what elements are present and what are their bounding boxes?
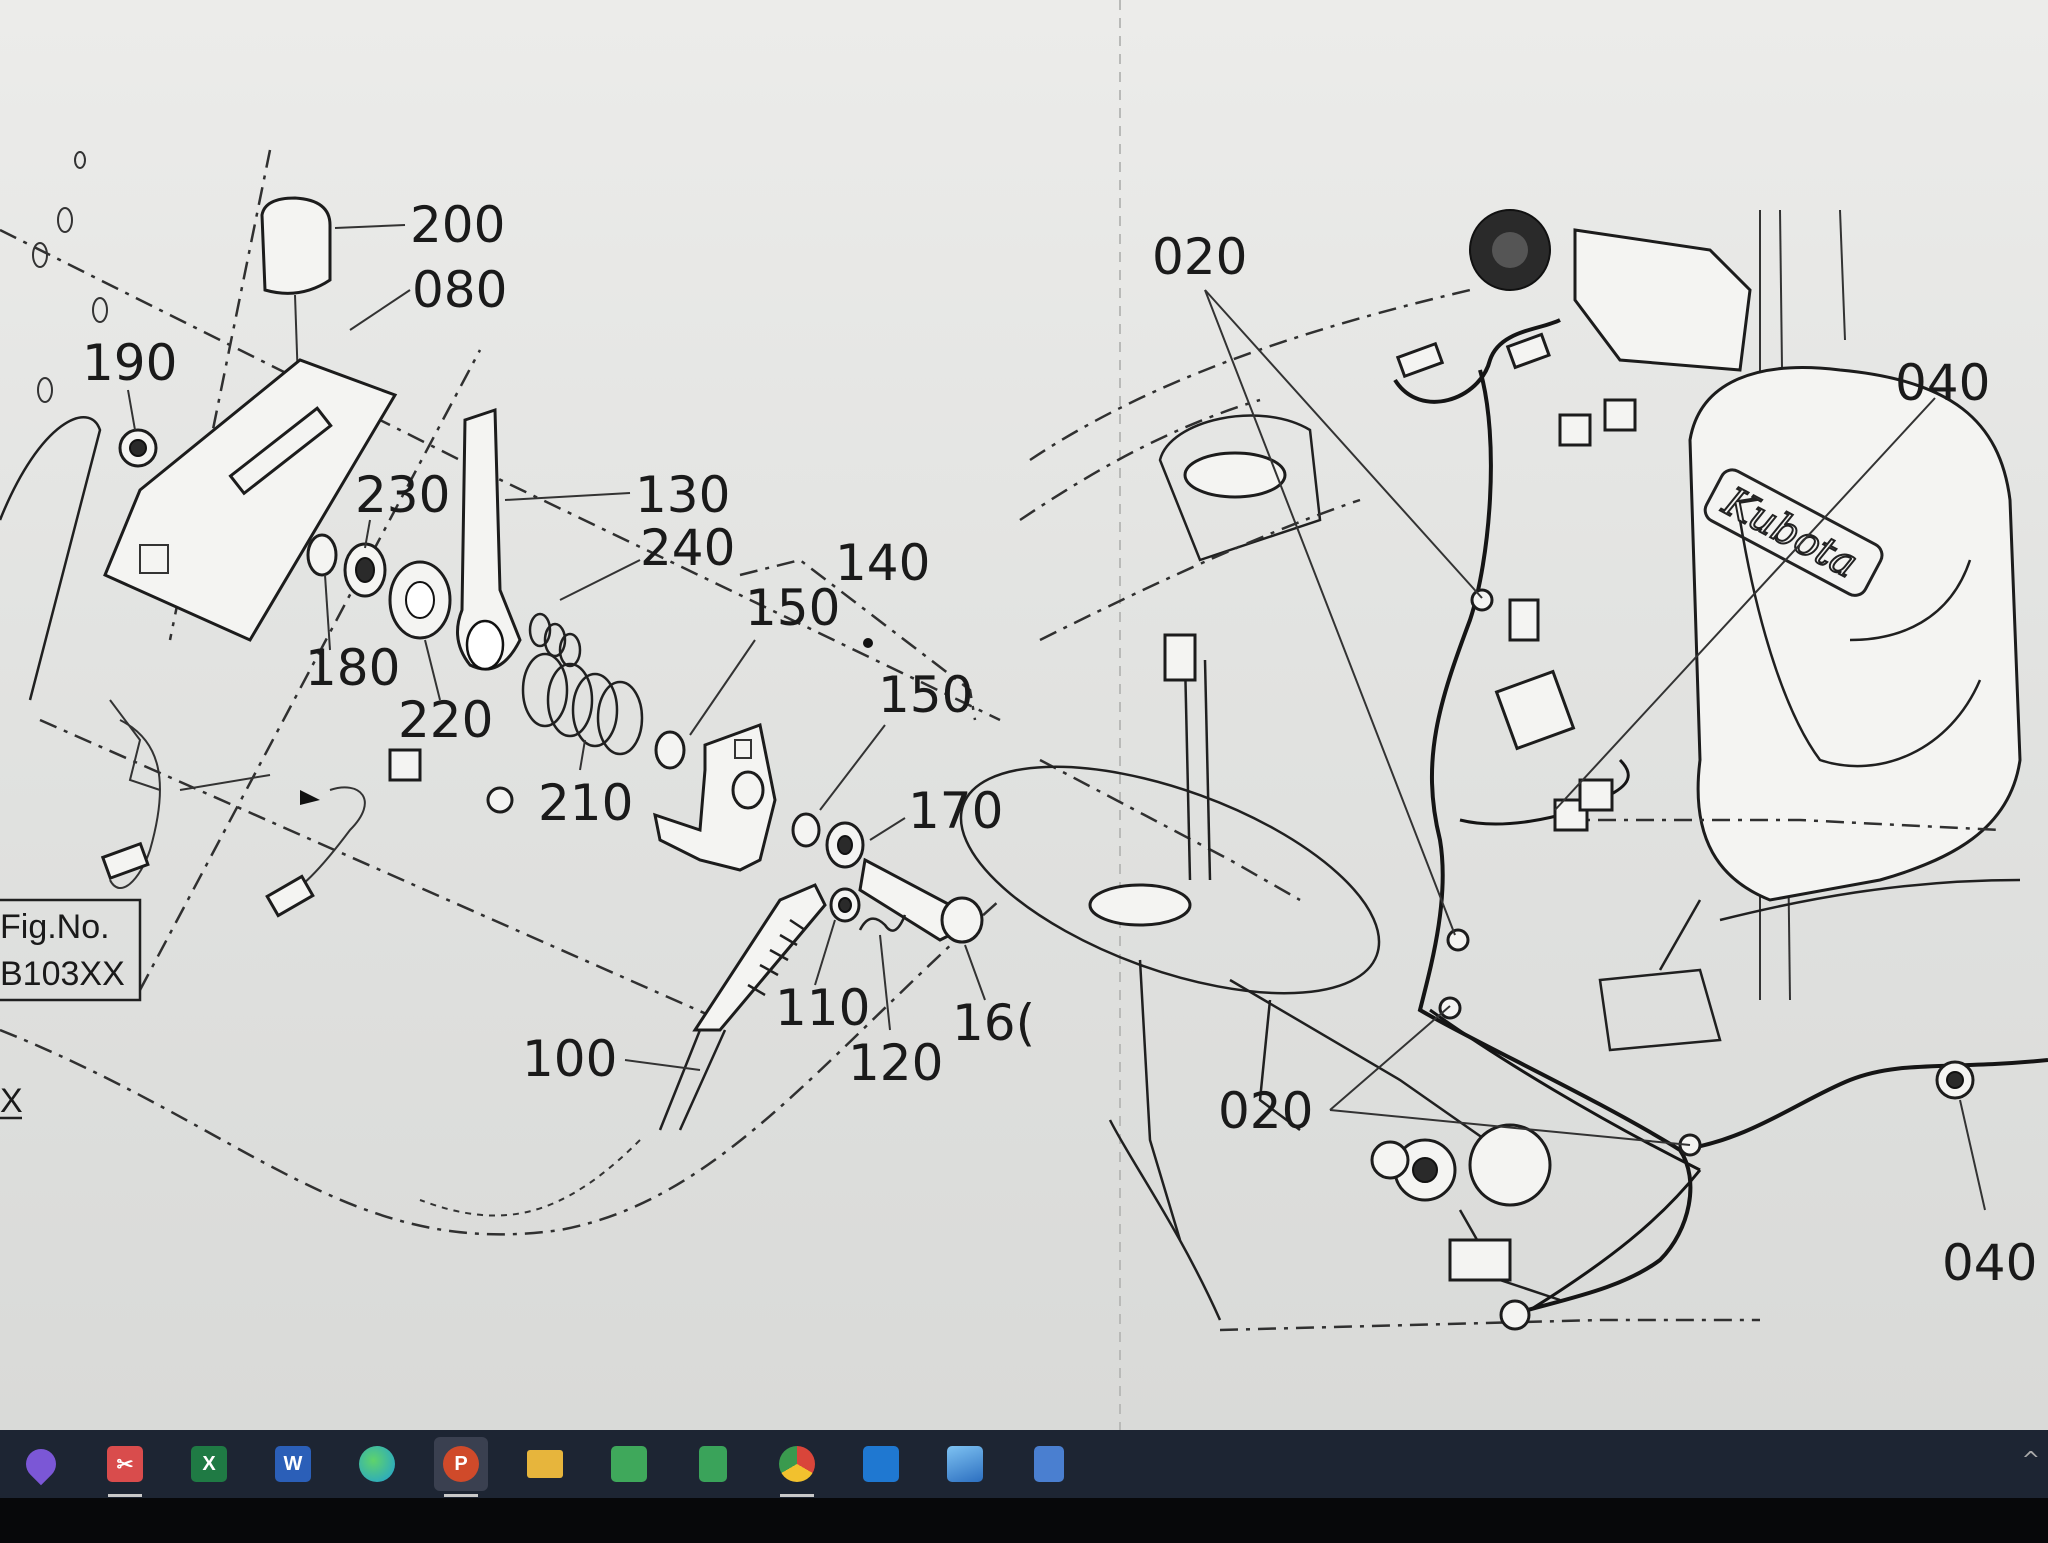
edge-letter: X [0, 1082, 23, 1120]
maps-app-icon [863, 1446, 899, 1482]
taskbar-app-6[interactable] [518, 1437, 572, 1491]
taskbar-app-7[interactable] [602, 1437, 656, 1491]
taskbar-app-12[interactable] [1022, 1437, 1076, 1491]
taskbar-app-8[interactable] [686, 1437, 740, 1491]
cloud-app-icon [611, 1446, 647, 1482]
callout-140: 140 [835, 534, 930, 592]
paint-drop-icon [19, 1442, 63, 1486]
callout-040-lower: 040 [1942, 1234, 2037, 1292]
callout-150-lower: 150 [878, 666, 973, 724]
callout-200: 200 [410, 196, 505, 254]
photos-icon [947, 1446, 983, 1482]
callout-210: 210 [538, 774, 633, 832]
taskbar-app-2[interactable]: X [182, 1437, 236, 1491]
callout-020-lower: 020 [1218, 1082, 1313, 1140]
taskbar-app-0[interactable] [14, 1437, 68, 1491]
excel-icon: X [191, 1446, 227, 1482]
taskbar-app-9[interactable] [770, 1437, 824, 1497]
callout-120: 120 [848, 1034, 943, 1092]
callout-040-upper: 040 [1895, 354, 1990, 412]
taskbar-app-1[interactable]: ✂ [98, 1437, 152, 1497]
edge-browser-icon [359, 1446, 395, 1482]
callout-080: 080 [412, 261, 507, 319]
callout-130: 130 [635, 466, 730, 524]
calculator-icon [1034, 1446, 1064, 1482]
taskbar-app-10[interactable] [854, 1437, 908, 1491]
right-tractor-view: Kubota [959, 209, 2048, 1332]
parts-diagram: 200 080 190 230 130 240 140 150 150 180 … [0, 0, 2048, 1430]
taskbar-app-5[interactable]: P [434, 1437, 488, 1497]
callout-190: 190 [82, 334, 177, 392]
monitor-bezel [0, 1498, 2048, 1543]
word-icon: W [275, 1446, 311, 1482]
taskbar-app-4[interactable] [350, 1437, 404, 1491]
callout-240: 240 [640, 519, 735, 577]
notes-app-icon [699, 1446, 727, 1482]
callout-220: 220 [398, 691, 493, 749]
left-exploded-view: 200 080 190 230 130 240 140 150 150 180 … [0, 149, 1035, 1236]
cable-threads [747, 918, 806, 997]
callout-180: 180 [305, 639, 400, 697]
callout-100: 100 [522, 1030, 617, 1088]
fig-no-label: Fig.No. [0, 908, 110, 946]
tray-chevron-icon[interactable]: ^ [2021, 1448, 2040, 1473]
snipping-tool-icon: ✂ [107, 1446, 143, 1482]
callout-230: 230 [355, 466, 450, 524]
callout-160: 16( [952, 994, 1035, 1052]
callout-170: 170 [908, 782, 1003, 840]
taskbar-app-11[interactable] [938, 1437, 992, 1491]
windows-taskbar: ✂ X W P ^ [0, 1430, 2048, 1498]
fig-number: B103XX [0, 955, 125, 993]
taskbar-app-3[interactable]: W [266, 1437, 320, 1491]
monitor-screen: 200 080 190 230 130 240 140 150 150 180 … [0, 0, 2048, 1430]
spring [521, 612, 644, 756]
file-explorer-icon [527, 1450, 563, 1478]
callout-020-upper: 020 [1152, 228, 1247, 286]
callout-110: 110 [775, 979, 870, 1037]
powerpoint-icon: P [443, 1446, 479, 1482]
chrome-icon [779, 1446, 815, 1482]
callout-150-upper: 150 [745, 579, 840, 637]
